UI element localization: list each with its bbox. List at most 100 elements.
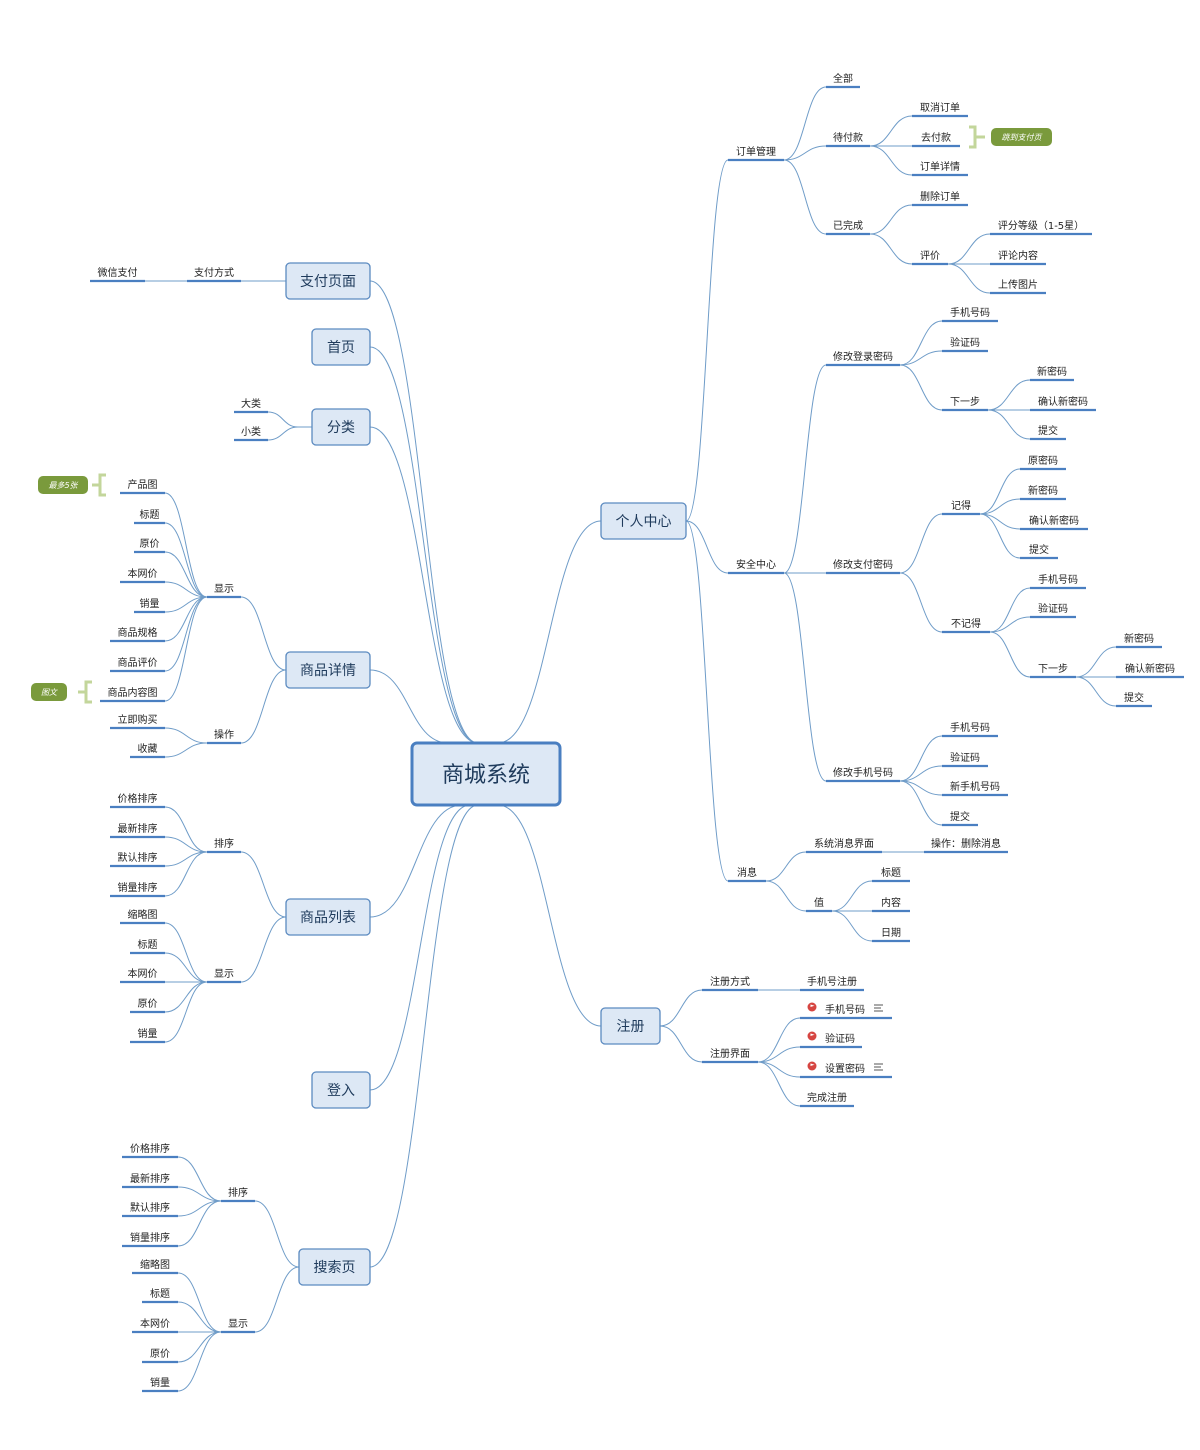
topic-label-spp_remember[interactable]: 记得	[951, 500, 971, 512]
topic-label-d_orig_price[interactable]: 原价	[140, 538, 160, 550]
topic-label-msg_value[interactable]: 值	[814, 896, 824, 909]
topic-label-spp_f_new[interactable]: 新密码	[1124, 632, 1154, 645]
topic-label-s_show[interactable]: 显示	[228, 1318, 248, 1330]
topic-label-s_sales[interactable]: 销量	[150, 1376, 170, 1389]
topic-label-reg_method[interactable]: 注册方式	[710, 975, 750, 988]
topic-label-s_orig_price[interactable]: 原价	[150, 1348, 170, 1360]
topic-label-spp_r_new[interactable]: 新密码	[1028, 484, 1058, 497]
topic-label-sec_phone[interactable]: 修改手机号码	[833, 766, 893, 779]
topic-label-spp_r_confirm[interactable]: 确认新密码	[1029, 514, 1079, 527]
topic-label-big_cat[interactable]: 大类	[241, 397, 261, 410]
topic-box-search[interactable]: 搜索页	[298, 1248, 371, 1286]
topic-box-register[interactable]: 注册	[600, 1007, 661, 1045]
topic-label-d_title[interactable]: 标题	[140, 509, 160, 521]
topic-label-l_thumb[interactable]: 缩略图	[128, 908, 158, 921]
topic-label-msg_title[interactable]: 标题	[881, 867, 901, 879]
topic-label-s_new_sort[interactable]: 最新排序	[130, 1172, 170, 1185]
topic-label-reg_done[interactable]: 完成注册	[807, 1091, 847, 1104]
topic-label-sp_phone[interactable]: 手机号码	[950, 721, 990, 734]
topic-label-spp_f_next[interactable]: 下一步	[1038, 663, 1068, 675]
topic-label-msg_content[interactable]: 内容	[881, 896, 901, 909]
topic-label-d_sales[interactable]: 销量	[140, 597, 160, 610]
topic-label-d_review[interactable]: 商品评价	[118, 656, 158, 669]
topic-label-l_sales_sort[interactable]: 销量排序	[118, 881, 158, 894]
topic-label-d_site_price[interactable]: 本网价	[128, 567, 158, 580]
topic-label-d_product_img[interactable]: 产品图	[128, 478, 158, 491]
topic-label-l_sales[interactable]: 销量	[138, 1027, 158, 1040]
topic-label-spp_f_submit[interactable]: 提交	[1124, 691, 1144, 704]
topic-label-o_all[interactable]: 全部	[833, 72, 853, 85]
topic-label-reg_ui[interactable]: 注册界面	[710, 1047, 750, 1060]
topic-label-slp_confirm[interactable]: 确认新密码	[1038, 395, 1088, 408]
topic-label-o_cancel[interactable]: 取消订单	[920, 101, 960, 114]
topic-label-o_pending[interactable]: 待付款	[833, 131, 863, 144]
topic-label-s_thumb[interactable]: 缩略图	[140, 1258, 170, 1271]
topic-label-reg_pwd[interactable]: 设置密码	[825, 1062, 865, 1075]
topic-label-msg_date[interactable]: 日期	[881, 927, 901, 939]
topic-label-s_price_sort[interactable]: 价格排序	[130, 1142, 170, 1155]
topic-label-security[interactable]: 安全中心	[736, 558, 776, 571]
topic-label-spp_f_confirm[interactable]: 确认新密码	[1125, 662, 1175, 675]
topic-box-detail[interactable]: 商品详情	[285, 651, 371, 689]
topic-label-o_rate[interactable]: 评价	[920, 250, 940, 262]
topic-label-wechat[interactable]: 微信支付	[98, 266, 138, 279]
topic-box-login[interactable]: 登入	[311, 1071, 371, 1109]
topic-label-l_sort[interactable]: 排序	[214, 837, 234, 850]
topic-label-d_op[interactable]: 操作	[214, 728, 234, 741]
topic-label-slp_submit[interactable]: 提交	[1038, 424, 1058, 437]
note-lines-icon[interactable]	[874, 1063, 883, 1071]
topic-label-sp_submit[interactable]: 提交	[950, 810, 970, 823]
topic-label-order_mgmt[interactable]: 订单管理	[736, 145, 776, 158]
topic-label-msg_op[interactable]: 操作：删除消息	[931, 837, 1001, 850]
topic-label-sec_pay_pwd[interactable]: 修改支付密码	[833, 558, 893, 571]
topic-box-list[interactable]: 商品列表	[285, 898, 371, 936]
topic-label-reg_phone_reg[interactable]: 手机号注册	[807, 975, 857, 988]
topic-label-spp_f_code[interactable]: 验证码	[1038, 602, 1068, 615]
topic-label-small_cat[interactable]: 小类	[241, 425, 261, 438]
topic-label-l_default_sort[interactable]: 默认排序	[118, 851, 158, 864]
topic-label-spp_forget[interactable]: 不记得	[951, 618, 981, 630]
topic-box-user[interactable]: 个人中心	[600, 502, 687, 540]
topic-label-slp_code[interactable]: 验证码	[950, 336, 980, 349]
topic-label-reg_phone[interactable]: 手机号码	[825, 1003, 865, 1016]
topic-label-s_sort[interactable]: 排序	[228, 1186, 248, 1199]
topic-label-s_title[interactable]: 标题	[150, 1288, 170, 1300]
topic-label-s_default_sort[interactable]: 默认排序	[130, 1201, 170, 1214]
topic-box-home[interactable]: 首页	[311, 328, 371, 366]
topic-label-o_delete[interactable]: 删除订单	[920, 190, 960, 203]
topic-label-d_show[interactable]: 显示	[214, 583, 234, 595]
topic-label-d_content_img[interactable]: 商品内容图	[108, 686, 158, 699]
topic-label-msg_sys[interactable]: 系统消息界面	[814, 837, 874, 850]
topic-box-category[interactable]: 分类	[311, 408, 371, 446]
topic-label-reg_code[interactable]: 验证码	[825, 1032, 855, 1045]
topic-label-pay_method[interactable]: 支付方式	[194, 266, 234, 279]
topic-label-msg[interactable]: 消息	[737, 866, 757, 879]
topic-label-slp_new[interactable]: 新密码	[1037, 365, 1067, 378]
topic-label-o_done[interactable]: 已完成	[833, 219, 863, 232]
topic-label-o_pay[interactable]: 去付款	[921, 131, 951, 144]
topic-label-l_orig_price[interactable]: 原价	[138, 998, 158, 1010]
topic-label-sec_login_pwd[interactable]: 修改登录密码	[833, 350, 893, 363]
topic-label-d_fav[interactable]: 收藏	[138, 742, 158, 755]
topic-label-l_site_price[interactable]: 本网价	[128, 967, 158, 980]
topic-label-o_upload[interactable]: 上传图片	[998, 278, 1038, 291]
topic-label-l_title[interactable]: 标题	[138, 939, 158, 951]
topic-label-sp_code[interactable]: 验证码	[950, 751, 980, 764]
topic-label-l_show[interactable]: 显示	[214, 968, 234, 980]
topic-label-l_price_sort[interactable]: 价格排序	[118, 792, 158, 805]
topic-label-s_sales_sort[interactable]: 销量排序	[130, 1231, 170, 1244]
topic-label-d_spec[interactable]: 商品规格	[118, 626, 158, 639]
note-lines-icon[interactable]	[874, 1004, 883, 1012]
topic-label-spp_r_old[interactable]: 原密码	[1028, 454, 1058, 467]
topic-label-slp_phone[interactable]: 手机号码	[950, 306, 990, 319]
topic-label-o_rate_content[interactable]: 评论内容	[998, 249, 1038, 262]
topic-label-spp_r_submit[interactable]: 提交	[1029, 543, 1049, 556]
topic-label-spp_f_phone[interactable]: 手机号码	[1038, 573, 1078, 586]
topic-box-pay[interactable]: 支付页面	[285, 262, 371, 300]
topic-label-d_buy[interactable]: 立即购买	[118, 713, 158, 726]
topic-label-o_detail[interactable]: 订单详情	[920, 160, 960, 173]
topic-label-o_rate_level[interactable]: 评分等级（1-5星）	[998, 219, 1084, 232]
topic-label-sp_new_phone[interactable]: 新手机号码	[950, 780, 1000, 793]
root-topic[interactable]: 商城系统	[442, 763, 530, 788]
topic-label-l_new_sort[interactable]: 最新排序	[118, 822, 158, 835]
